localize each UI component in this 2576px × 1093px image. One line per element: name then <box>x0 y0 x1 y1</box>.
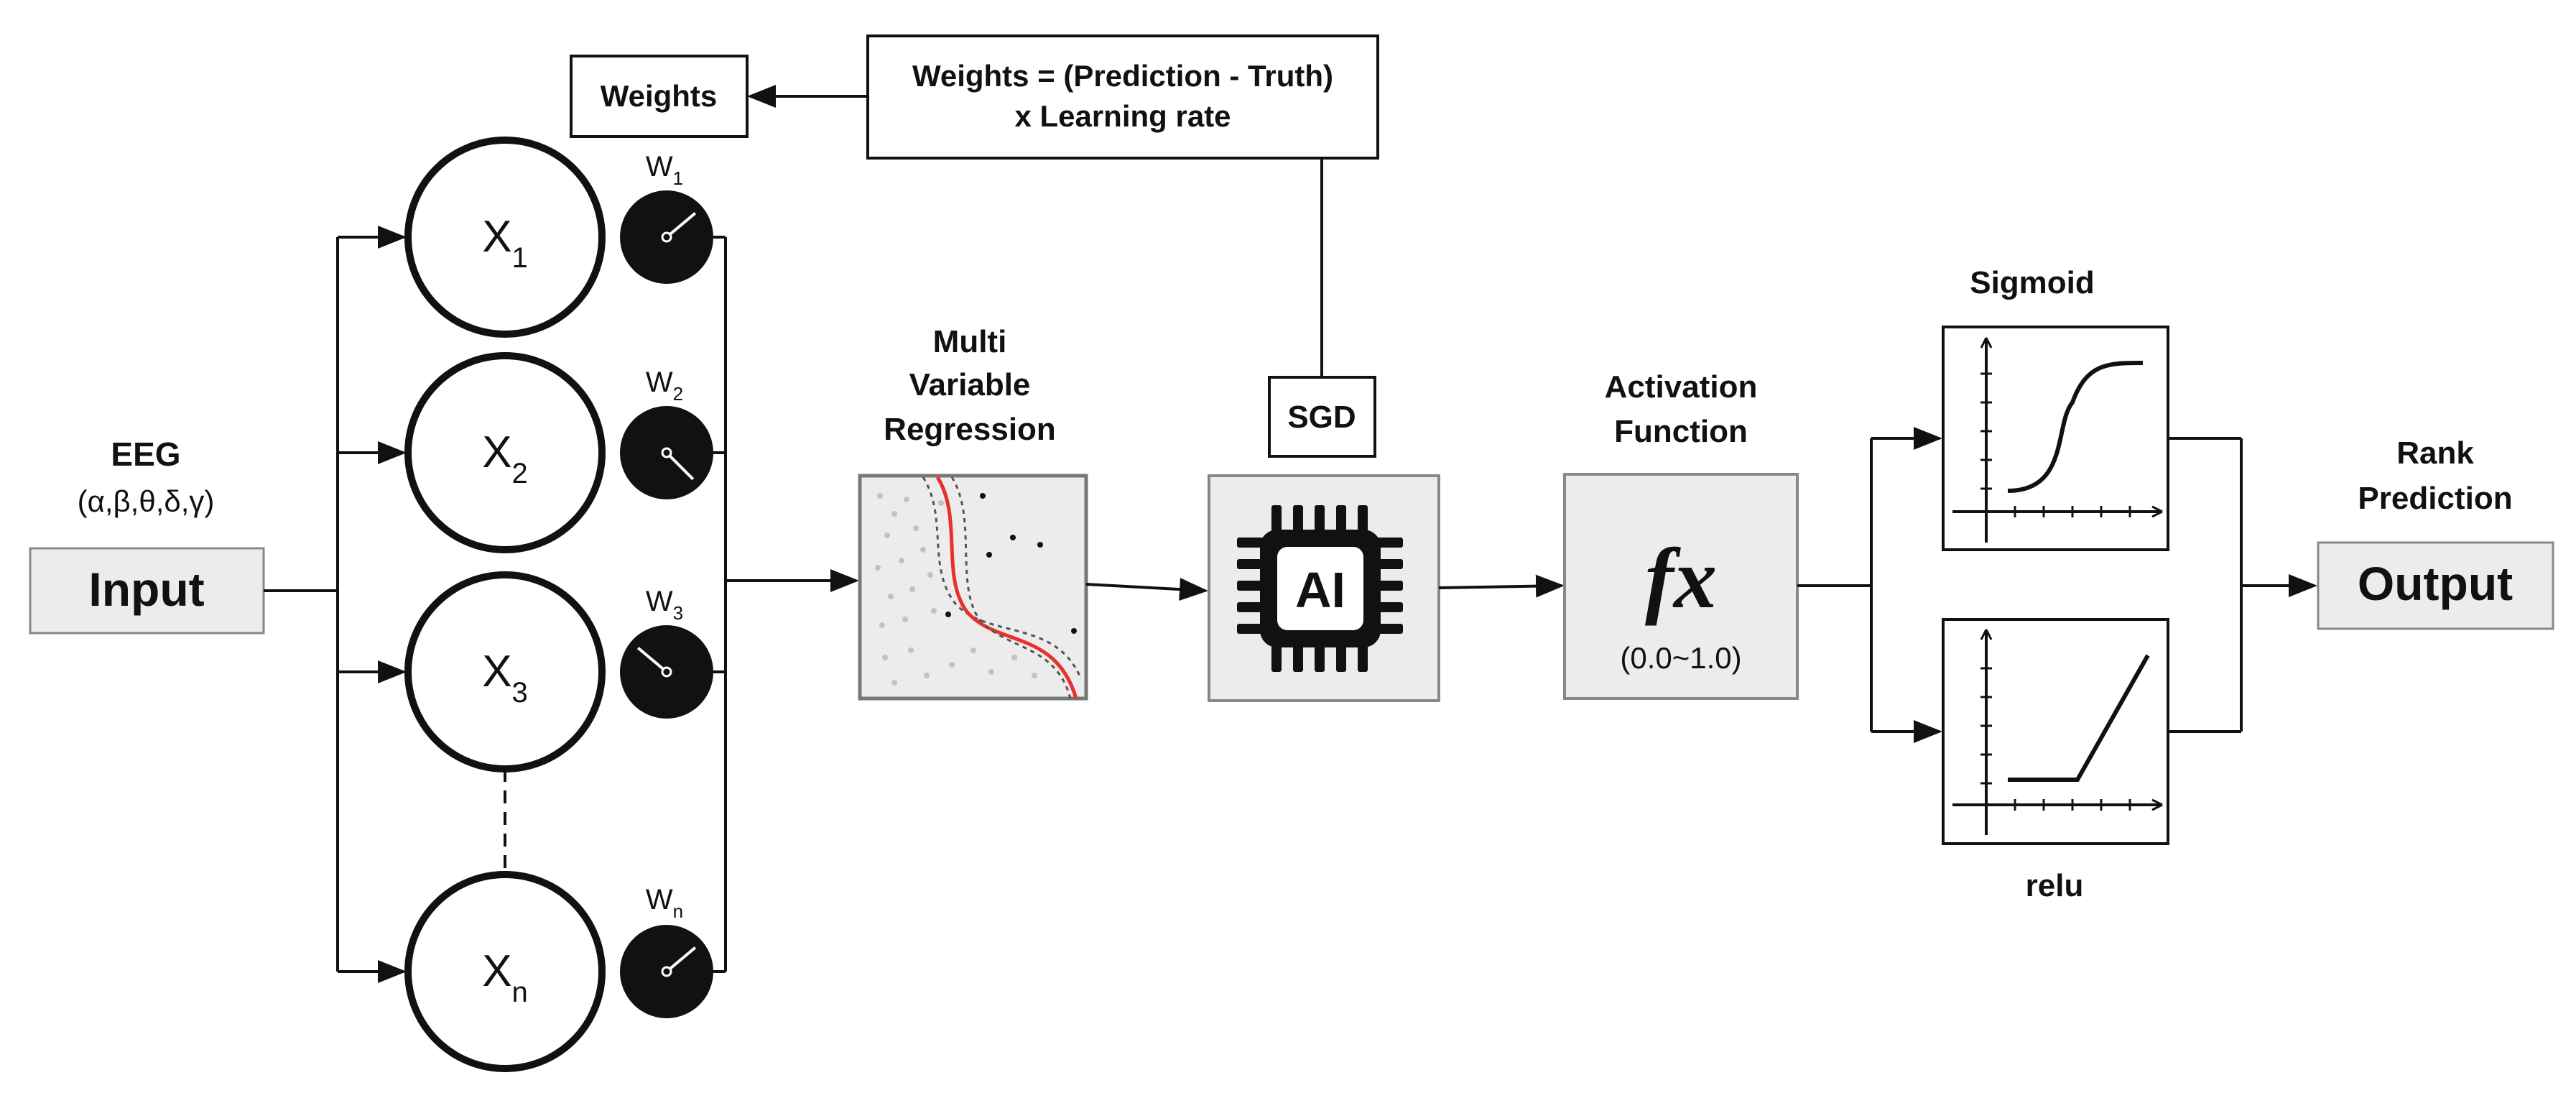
weight-label-w3: W3 <box>646 586 683 624</box>
activation-line1: Activation <box>1605 369 1758 405</box>
arrow-to-activation <box>1438 574 1565 598</box>
dial-hub <box>661 666 672 678</box>
relu-plot <box>1942 618 2169 845</box>
sgd-box <box>1268 376 1376 458</box>
dial-icon-wn <box>620 925 713 1018</box>
svg-text:W3: W3 <box>646 586 683 624</box>
regression-line2: Variable <box>909 367 1031 402</box>
dial-needle <box>665 946 697 973</box>
svg-text:X2: X2 <box>482 428 528 489</box>
eeg-bands: (α,β,θ,δ,γ) <box>78 484 215 518</box>
sigmoid-label: Sigmoid <box>1970 265 2095 300</box>
sigmoid-curve <box>2007 361 2144 493</box>
node-x2: X2 <box>404 352 606 553</box>
dial-hub <box>661 447 672 458</box>
dial-icon-w2 <box>620 406 713 499</box>
dial-needle <box>636 647 668 673</box>
regression-line3: Regression <box>884 412 1056 447</box>
relu-label: relu <box>2026 868 2084 903</box>
regression-margin-upper <box>922 476 1083 680</box>
weight-label-w1: W1 <box>646 151 683 189</box>
svg-text:X1: X1 <box>482 212 528 274</box>
svg-text:X3: X3 <box>482 647 528 709</box>
regression-scatter-dots <box>875 493 1037 686</box>
ai-label: AI <box>1295 562 1345 618</box>
sgd-label: SGD <box>1287 400 1356 435</box>
regression-plot <box>858 474 1088 701</box>
weight-label-w2: W2 <box>646 366 683 405</box>
node-xn: Xn <box>404 871 606 1072</box>
dial-needle <box>665 212 697 239</box>
formula-line1: Weights = (Prediction - Truth) <box>912 59 1333 93</box>
eeg-title: EEG <box>111 435 180 473</box>
weights-box-label: Weights <box>601 79 718 113</box>
ai-chip-icon <box>1237 505 1403 672</box>
formula-box <box>866 34 1379 160</box>
weight-label-wn: Wn <box>646 884 683 922</box>
dial-hub <box>661 231 672 243</box>
activation-line2: Function <box>1614 414 1748 449</box>
regression-curve <box>935 476 1078 699</box>
svg-text:W2: W2 <box>646 366 683 405</box>
activation-symbol: fx <box>1645 530 1717 626</box>
dial-hub <box>661 966 672 977</box>
relu-curve <box>2008 654 2150 782</box>
dial-icon-w1 <box>620 190 713 284</box>
input-box <box>29 547 265 635</box>
node-x1: X1 <box>404 137 606 338</box>
input-box-label: Input <box>88 563 204 616</box>
arrow-to-ai <box>1085 578 1208 601</box>
output-box-label: Output <box>2358 557 2513 610</box>
regression-margin-lower <box>950 476 1072 699</box>
svg-text:Wn: Wn <box>646 884 683 922</box>
sigmoid-plot <box>1942 326 2169 551</box>
output-line2: Prediction <box>2358 481 2512 516</box>
svg-text:Xn: Xn <box>482 946 528 1008</box>
output-line1: Rank <box>2396 435 2474 471</box>
regression-line1: Multi <box>933 324 1007 359</box>
output-box <box>2317 541 2554 630</box>
weights-box <box>570 55 749 138</box>
dial-needle <box>665 451 695 481</box>
formula-line2: x Learning rate <box>1014 99 1231 133</box>
activation-range: (0.0~1.0) <box>1620 641 1741 675</box>
regression-data-points <box>945 493 1077 634</box>
dial-icon-w3 <box>620 625 713 719</box>
activation-box <box>1563 473 1799 700</box>
node-x3: X3 <box>404 571 606 773</box>
svg-text:W1: W1 <box>646 151 683 189</box>
